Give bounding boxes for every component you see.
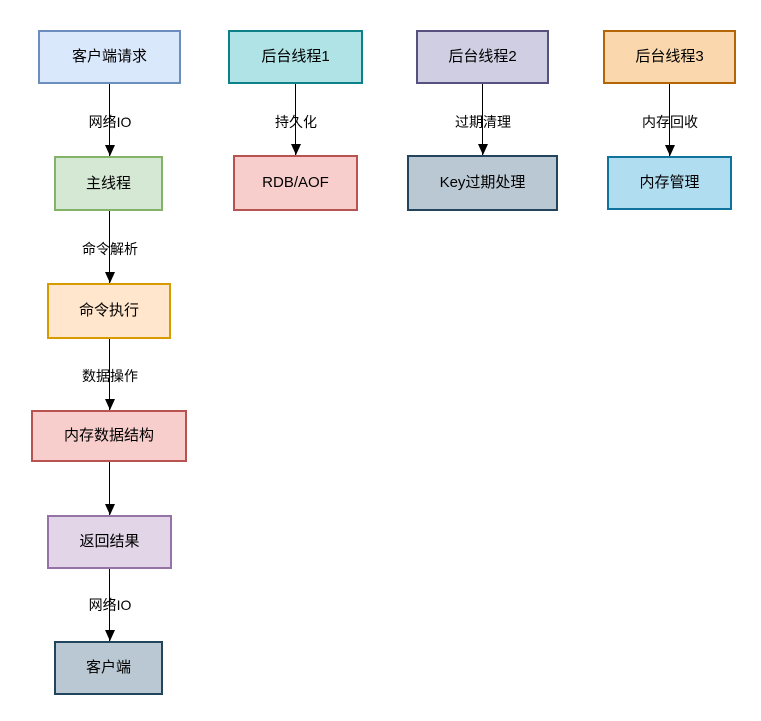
edge-line [482,84,483,155]
node-background-thread-2: 后台线程2 [416,30,549,84]
node-rdb-aof-label: RDB/AOF [262,174,329,191]
node-key-expiry-handling-label: Key过期处理 [439,174,526,191]
node-rdb-aof: RDB/AOF [233,155,358,211]
edge-line [109,339,110,410]
edge-label-network-io: 网络IO [88,114,132,130]
edge-line [109,569,110,641]
node-memory-data-structure-label: 内存数据结构 [63,427,154,444]
node-command-execution: 命令执行 [47,283,171,339]
arrowhead-down-icon [104,145,115,156]
node-memory-management-label: 内存管理 [639,174,700,191]
node-return-result-label: 返回结果 [79,533,140,550]
arrowhead-down-icon [104,504,115,515]
node-background-thread-2-label: 后台线程2 [448,48,517,65]
arrowhead-down-icon [104,399,115,410]
node-memory-management: 内存管理 [607,156,732,210]
arrowhead-down-icon [477,144,488,155]
node-key-expiry-handling: Key过期处理 [407,155,558,211]
node-memory-data-structure: 内存数据结构 [31,410,187,462]
arrowhead-down-icon [664,145,675,156]
node-client-request-label: 客户端请求 [71,48,147,65]
node-command-execution-label: 命令执行 [78,302,139,319]
edge-label-expiry-cleanup: 过期清理 [455,114,511,130]
node-background-thread-3: 后台线程3 [603,30,736,84]
node-background-thread-1-label: 后台线程1 [261,48,330,65]
edge-line [669,84,670,156]
edge-label-command-parse: 命令解析 [82,241,138,257]
edge-line [109,462,110,515]
edge-label-persistence: 持久化 [275,114,317,130]
node-return-result: 返回结果 [47,515,172,569]
edge-line [295,84,296,155]
node-background-thread-3-label: 后台线程3 [635,48,704,65]
edge-line [109,211,110,283]
node-main-thread: 主线程 [54,156,163,211]
node-client: 客户端 [54,641,163,695]
edge-label-memory-reclaim: 内存回收 [642,114,698,130]
node-background-thread-1: 后台线程1 [228,30,363,84]
edge-label-network-io-2: 网络IO [88,597,132,613]
edge-label-data-operation: 数据操作 [82,368,138,384]
node-client-label: 客户端 [85,659,131,676]
arrowhead-down-icon [104,272,115,283]
arrowhead-down-icon [104,630,115,641]
node-main-thread-label: 主线程 [85,174,131,192]
node-client-request: 客户端请求 [38,30,181,84]
arrowhead-down-icon [290,144,301,155]
edge-line [109,84,110,156]
